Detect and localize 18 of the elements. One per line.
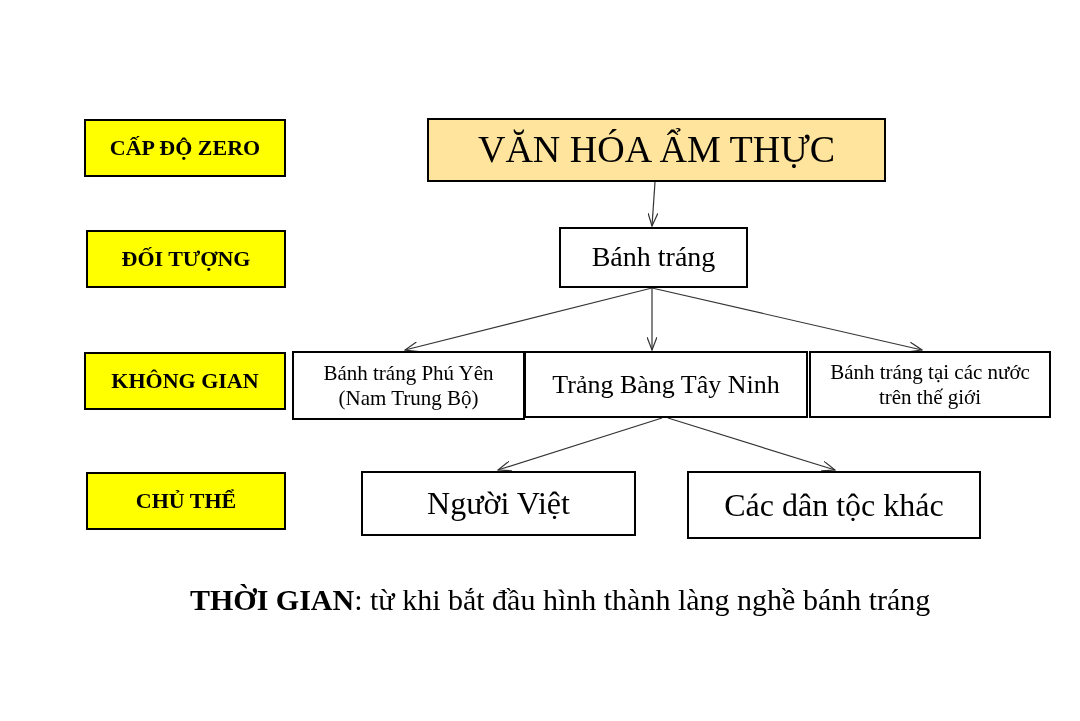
arrow [646, 287, 658, 351]
arrow [651, 287, 923, 353]
arrow [497, 417, 663, 472]
arrow [667, 417, 836, 472]
arrow [404, 287, 653, 353]
level-label-box: ĐỐI TƯỢNG [86, 230, 286, 288]
level-label-box: CHỦ THỂ [86, 472, 286, 530]
concept-box: VĂN HÓA ẨM THỰC [427, 118, 886, 182]
concept-box: Các dân tộc khác [687, 471, 981, 539]
note-text: THỜI GIAN: từ khi bắt đầu hình thành làng nghề bánh tráng [190, 583, 931, 617]
concept-box: Người Việt [361, 471, 636, 536]
level-label-box: KHÔNG GIAN [84, 352, 286, 410]
concept-box: Bánh tráng Phú Yên (Nam Trung Bộ) [292, 351, 525, 420]
concept-box: Trảng Bàng Tây Ninh [524, 351, 808, 418]
concept-box: Bánh tráng [559, 227, 748, 288]
level-label-box: CẤP ĐỘ ZERO [84, 119, 286, 177]
concept-box: Bánh tráng tại các nước trên thế giới [809, 351, 1051, 418]
arrow [647, 181, 659, 227]
